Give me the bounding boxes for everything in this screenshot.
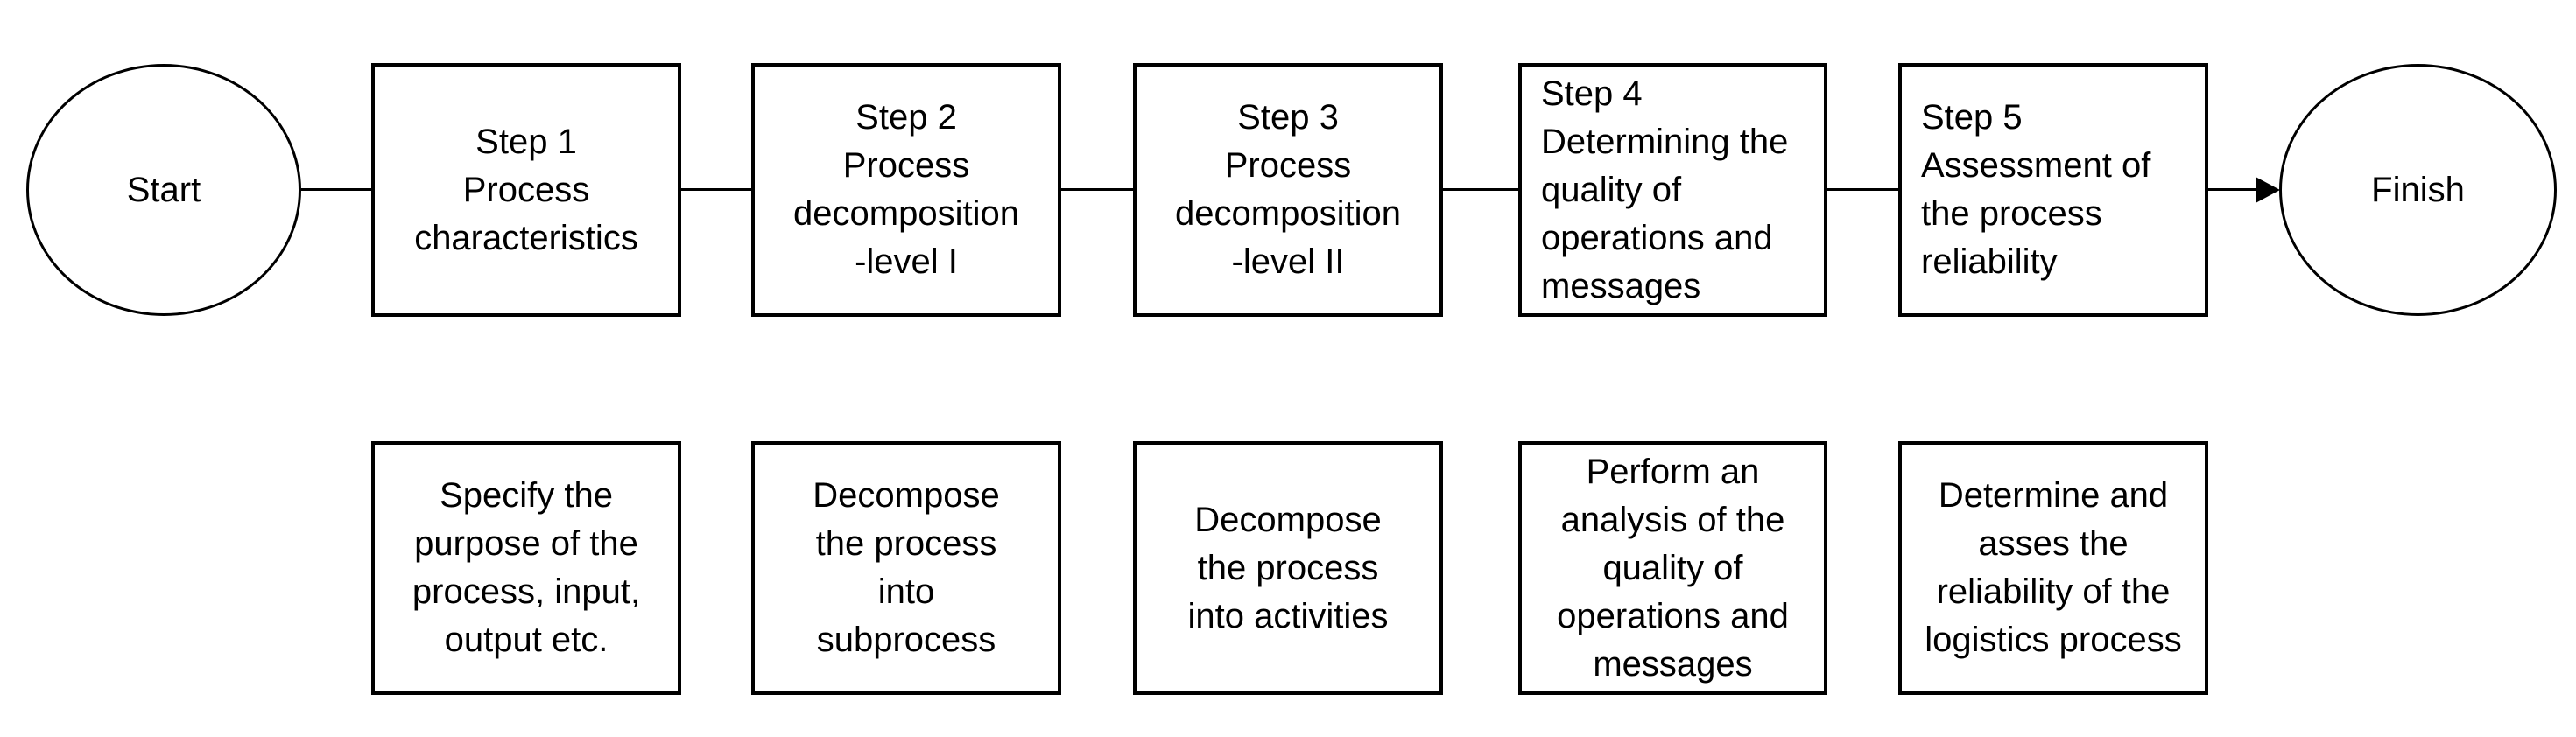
step-5-box: Step 5 Assessment of the process reliabi… [1898, 63, 2208, 317]
start-node: Start [26, 64, 301, 316]
step-4-box: Step 4 Determining the quality of operat… [1518, 63, 1827, 317]
arrow-head-icon [2256, 177, 2280, 203]
step-2-box: Step 2 Process decomposition -level I [751, 63, 1061, 317]
step-1-description-label: Specify the purpose of the process, inpu… [412, 476, 641, 659]
step-5-description-box: Determine and asses the reliability of t… [1898, 441, 2208, 695]
step-5-label: Step 5 Assessment of the process reliabi… [1921, 98, 2151, 281]
step-4-label: Step 4 Determining the quality of operat… [1541, 74, 1789, 305]
step-3-description-label: Decompose the process into activities [1187, 500, 1389, 635]
step-4-description-label: Perform an analysis of the quality of op… [1557, 452, 1789, 684]
connector-step2-step3 [1061, 188, 1133, 191]
step-2-label: Step 2 Process decomposition -level I [793, 98, 1019, 281]
finish-label: Finish [2371, 170, 2465, 209]
step-5-description-label: Determine and asses the reliability of t… [1925, 476, 2182, 659]
connector-step5-finish [2208, 188, 2257, 191]
connector-step3-step4 [1443, 188, 1518, 191]
step-2-description-label: Decompose the process into subprocess [813, 476, 1000, 659]
step-1-box: Step 1 Process characteristics [371, 63, 681, 317]
connector-start-step1 [301, 188, 371, 191]
step-3-box: Step 3 Process decomposition -level II [1133, 63, 1443, 317]
step-3-label: Step 3 Process decomposition -level II [1175, 98, 1401, 281]
connector-step4-step5 [1827, 188, 1898, 191]
start-label: Start [126, 170, 201, 209]
finish-node: Finish [2279, 64, 2557, 316]
step-2-description-box: Decompose the process into subprocess [751, 441, 1061, 695]
step-4-description-box: Perform an analysis of the quality of op… [1518, 441, 1827, 695]
step-1-label: Step 1 Process characteristics [414, 122, 638, 257]
step-1-description-box: Specify the purpose of the process, inpu… [371, 441, 681, 695]
connector-step1-step2 [681, 188, 751, 191]
step-3-description-box: Decompose the process into activities [1133, 441, 1443, 695]
